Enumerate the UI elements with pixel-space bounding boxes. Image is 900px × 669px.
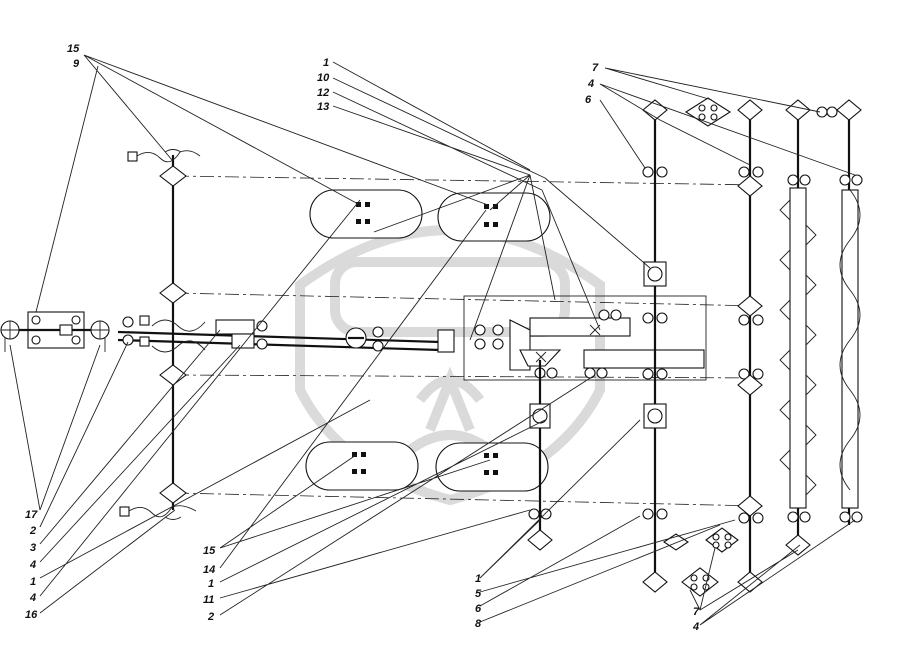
left-clutch-block <box>0 311 110 352</box>
label-8: 8 <box>475 618 482 630</box>
label-15-mid: 15 <box>203 545 216 557</box>
label-4-top: 4 <box>587 78 594 90</box>
label-2-left: 2 <box>29 525 36 537</box>
label-2-mid: 2 <box>207 611 214 623</box>
label-13: 13 <box>317 101 329 113</box>
label-3: 3 <box>30 542 36 554</box>
label-4-left-a: 4 <box>29 559 36 571</box>
leader-lines <box>9 54 856 626</box>
label-14: 14 <box>203 564 215 576</box>
label-9: 9 <box>73 58 80 70</box>
label-4-bottom: 4 <box>692 621 699 633</box>
central-gearbox <box>463 295 707 381</box>
label-6-center: 6 <box>475 603 482 615</box>
label-1-left: 1 <box>30 576 36 588</box>
label-16: 16 <box>25 609 38 621</box>
label-17: 17 <box>25 509 38 521</box>
label-6-top: 6 <box>585 94 592 106</box>
augers <box>779 187 861 509</box>
callout-labels: 15 9 1 10 12 13 7 4 6 17 2 3 4 1 4 16 15… <box>25 43 700 633</box>
label-7-bottom: 7 <box>693 606 700 618</box>
label-15-top: 15 <box>67 43 80 55</box>
label-1-mid: 1 <box>208 578 214 590</box>
label-7-top: 7 <box>592 62 599 74</box>
label-11: 11 <box>203 594 214 606</box>
label-1-center: 1 <box>475 573 481 585</box>
label-1-top: 1 <box>323 57 329 69</box>
right-shafts <box>527 97 863 597</box>
label-12: 12 <box>317 87 329 99</box>
label-4-left-b: 4 <box>29 592 36 604</box>
label-5: 5 <box>475 588 482 600</box>
left-shaft-assembly <box>119 149 201 520</box>
label-10: 10 <box>317 72 330 84</box>
